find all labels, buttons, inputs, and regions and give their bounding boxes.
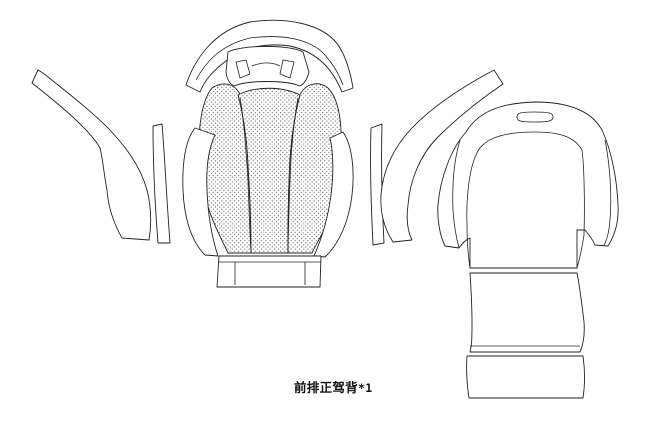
rear-bottom-panel	[466, 355, 585, 399]
right-outer-wing-panel	[380, 69, 504, 243]
headrest-top-band-seam	[195, 36, 344, 86]
backrest-left-seam	[239, 97, 252, 254]
backrest-right-outer-bolster	[313, 131, 354, 258]
rear-backrest-shell	[437, 101, 619, 269]
left-side-strip	[152, 123, 171, 244]
headrest-insert-inner-left	[235, 59, 251, 79]
part-caption-label: 前排正驾背	[294, 380, 359, 395]
rear-backrest-left-seam	[452, 139, 461, 249]
backrest-left-outer-bolster	[182, 127, 219, 257]
rear-backrest-right-seam	[603, 139, 612, 246]
headrest-insert-divider	[251, 62, 281, 67]
headrest-insert	[225, 45, 310, 87]
right-side-strip	[370, 123, 385, 246]
left-outer-wing-panel	[31, 69, 152, 241]
rear-lower-panel	[469, 272, 585, 353]
rear-backrest-inner-panel	[466, 131, 585, 269]
part-caption: 前排正驾背*1	[294, 377, 372, 396]
backrest-right-seam	[287, 97, 299, 254]
headrest-insert-inner-right	[279, 59, 295, 79]
part-caption-quantity: *1	[358, 381, 373, 395]
backrest-bottom-band	[216, 255, 322, 288]
rear-backrest-top-cutout	[516, 111, 554, 123]
